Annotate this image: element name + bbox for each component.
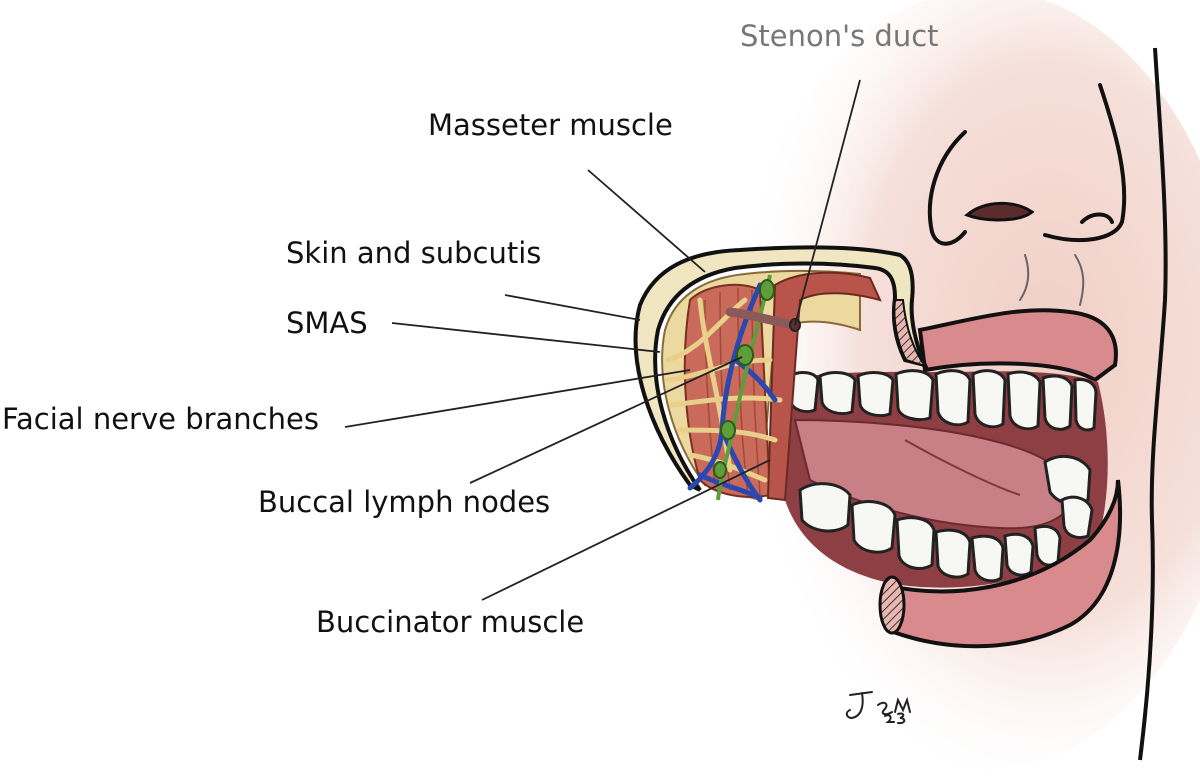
- lower-lip: [882, 479, 1122, 649]
- label-facial-nerve-branches: Facial nerve branches: [2, 402, 319, 436]
- leader-line-skin-and-subcutis: [504, 294, 641, 321]
- label-masseter-muscle: Masseter muscle: [428, 108, 673, 142]
- lymph-nodes: [713, 274, 775, 501]
- tongue-groove: [904, 439, 1021, 496]
- leader-line-buccal-lymph-nodes: [469, 356, 743, 484]
- artist-signature: [845, 691, 911, 725]
- nose: [927, 83, 1127, 306]
- leader-lines: [344, 79, 861, 601]
- leader-line-stenons-duct: [794, 79, 861, 326]
- label-buccal-lymph-nodes: Buccal lymph nodes: [258, 485, 551, 519]
- leader-line-buccinator-muscle: [481, 459, 771, 601]
- label-stenons-duct: Stenon's duct: [740, 19, 939, 53]
- cheek-dissection: [633, 245, 929, 503]
- face-profile-outline: [1138, 47, 1168, 761]
- label-buccinator-muscle: Buccinator muscle: [316, 605, 585, 639]
- leader-line-smas: [391, 322, 661, 353]
- lower-lip-cut-section: [878, 575, 906, 635]
- leader-line-facial-nerve-branches: [344, 369, 691, 428]
- label-smas: SMAS: [286, 306, 368, 340]
- label-skin-and-subcutis: Skin and subcutis: [286, 236, 542, 270]
- upper-lip: [917, 308, 1118, 383]
- leader-line-masseter-muscle: [587, 169, 706, 273]
- lower-teeth: [798, 454, 1094, 583]
- upper-teeth: [788, 369, 1098, 432]
